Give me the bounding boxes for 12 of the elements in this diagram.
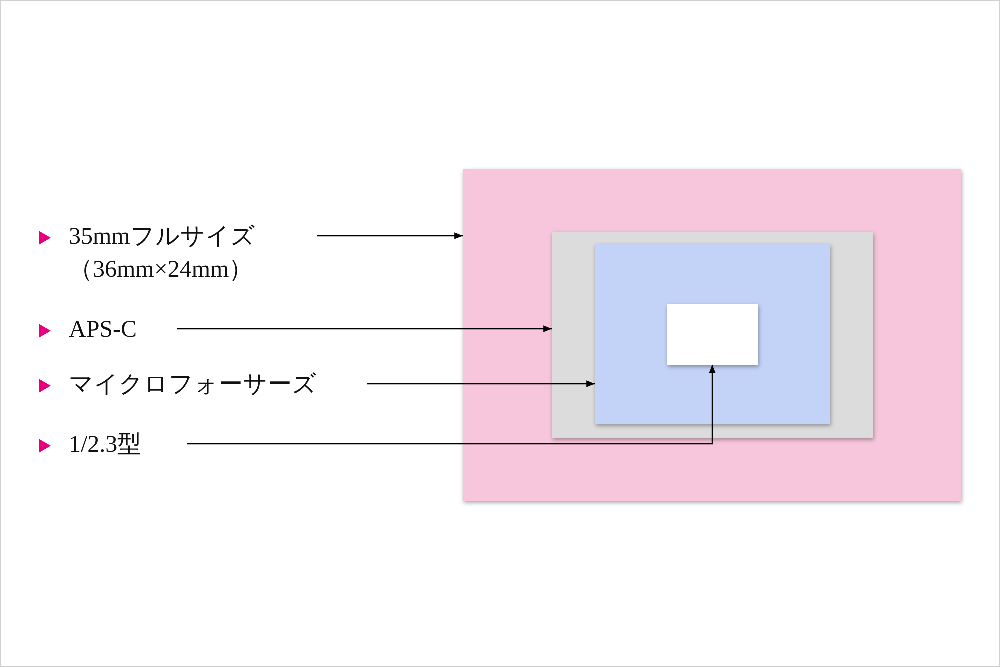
size-label: マイクロフォーサーズ (69, 369, 359, 403)
sensor-rectangle (463, 169, 961, 501)
sensor-rectangle (595, 244, 830, 424)
sensor-rectangle (667, 304, 758, 365)
size-label: 1/2.3型 (69, 429, 179, 463)
size-label: APS-C (69, 314, 169, 348)
arrow (367, 380, 595, 388)
arrow (187, 365, 716, 445)
size-label: 35mmフルサイズ（36mm×24mm） (69, 221, 309, 291)
arrow (177, 326, 552, 332)
sensor-rectangle (552, 232, 873, 438)
arrow (317, 232, 463, 240)
